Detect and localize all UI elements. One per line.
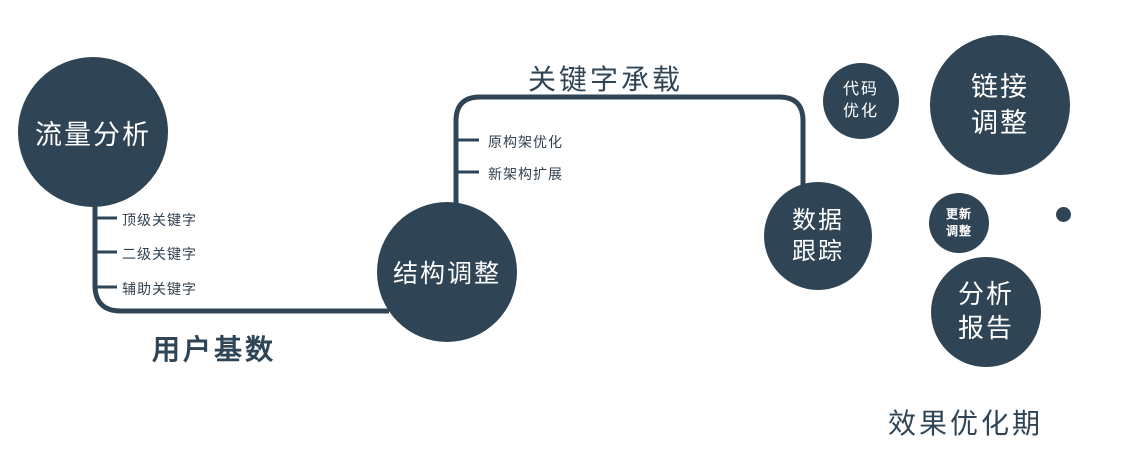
node-update-adjustment-line1: 更新 [945,207,972,222]
edge-label-keyword-carrying: 关键字承载 [528,64,684,95]
bullet-dot [1056,207,1071,222]
node-analysis-report-line2: 报告 [957,313,1014,343]
node-link-adjustment: 链接 调整 [930,35,1070,175]
node-code-optimization-line1: 代码 [842,81,879,99]
node-structure-adjustment: 结构调整 [377,202,517,342]
node-link-adjustment-line2: 调整 [971,108,1029,138]
node-analysis-report: 分析 报告 [931,257,1041,367]
branch-label-secondary-keyword: 二级关键字 [122,246,197,262]
edge-label-effect-optimization-period: 效果优化期 [888,408,1044,439]
node-traffic-analysis: 流量分析 [18,57,168,207]
node-code-optimization: 代码 优化 [823,63,899,139]
edge-structure-to-data [453,94,806,204]
branch-label-top-keyword: 顶级关键字 [122,212,197,228]
edge-label-user-base: 用户基数 [152,334,277,365]
branch-label-original-architecture: 原构架优化 [488,134,563,150]
node-traffic-analysis-label: 流量分析 [35,119,151,150]
edge-traffic-to-structure [92,196,389,314]
node-update-adjustment-line2: 调整 [945,224,972,238]
branch-label-auxiliary-keyword: 辅助关键字 [122,281,197,297]
node-analysis-report-line1: 分析 [957,279,1014,310]
node-data-tracking-line1: 数据 [792,206,844,234]
branch-label-new-architecture: 新架构扩展 [488,166,563,182]
node-data-tracking-line2: 跟踪 [792,238,844,265]
node-update-adjustment: 更新 调整 [929,193,989,253]
node-code-optimization-line2: 优化 [842,103,879,120]
node-structure-adjustment-label: 结构调整 [392,260,501,288]
node-data-tracking: 数据 跟踪 [764,182,872,290]
node-link-adjustment-line1: 链接 [971,71,1029,102]
